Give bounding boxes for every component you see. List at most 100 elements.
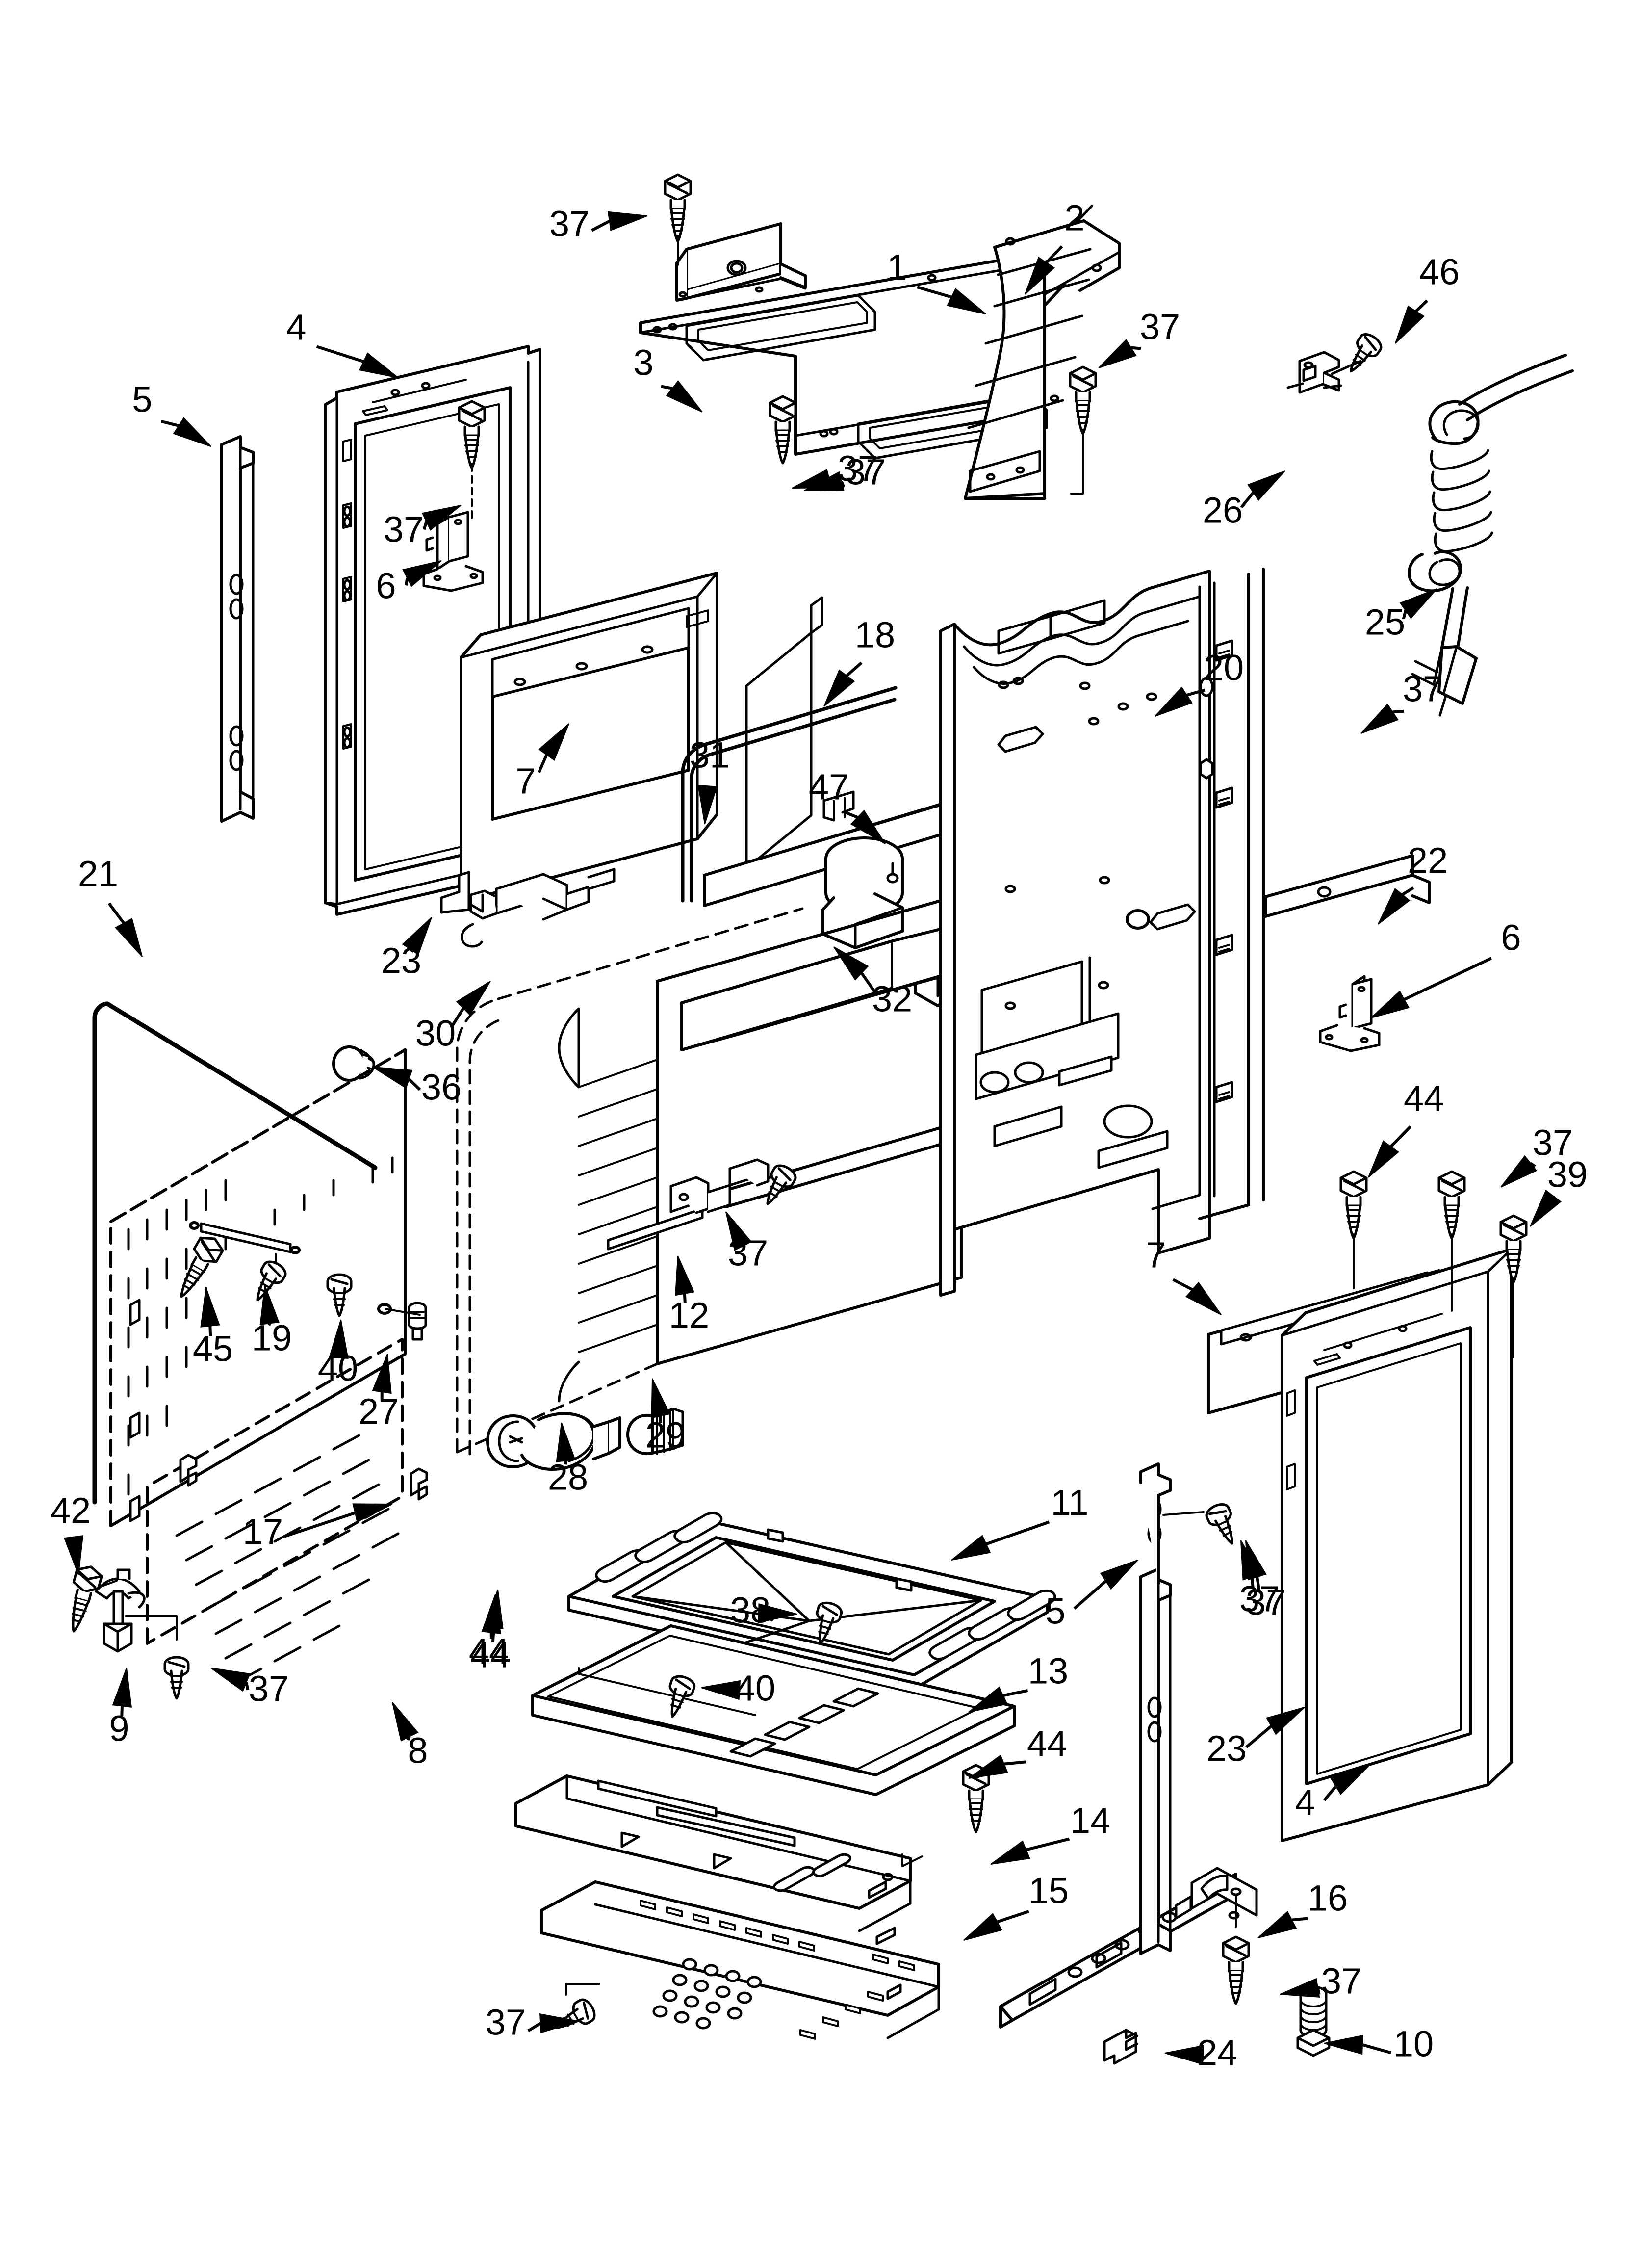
leader-line	[997, 1910, 1029, 1924]
leader-arrowhead	[1155, 686, 1193, 717]
callout-37-hex-head-screw: 37	[210, 1668, 289, 1709]
callout-number: 5	[132, 379, 152, 420]
callout-42-lock-washer: 42	[51, 1490, 91, 1575]
callout-number: 28	[548, 1457, 588, 1498]
callout-10-leveling-foot: 10	[1324, 2024, 1434, 2064]
leader-arrowhead	[1266, 1707, 1305, 1735]
leader-line	[1026, 1837, 1070, 1851]
leader-arrowhead	[701, 1680, 741, 1700]
leader-line	[860, 972, 877, 994]
leader-line	[846, 661, 863, 677]
leader-line	[1401, 886, 1414, 896]
leader-line	[538, 754, 548, 773]
callout-20-rear-access-panel: 20	[1155, 648, 1244, 717]
callout-6-door-hinge-bracket: 6	[1370, 917, 1521, 1018]
part-leveling-leg	[95, 1568, 146, 1653]
callout-number: 11	[1051, 1483, 1089, 1523]
leader-line	[1392, 709, 1405, 714]
callout-number: 37	[1321, 1961, 1361, 2002]
part-cabinet-insulation-wrap	[109, 1048, 407, 1684]
callout-number: 1	[887, 247, 907, 288]
leader-arrowhead	[1247, 470, 1285, 501]
part-drawer-body	[514, 1774, 912, 1932]
callout-13-broiler-pan: 13	[968, 1651, 1068, 1713]
leader-line	[661, 385, 673, 390]
callout-1-backguard-vent-trim: 1	[887, 247, 986, 314]
callout-number: 45	[193, 1329, 233, 1369]
callout-44-hex-head-screw: 44	[968, 1723, 1067, 1779]
leader-arrowhead	[200, 1287, 220, 1328]
callout-number: 42	[51, 1490, 91, 1531]
callout-30-door-latch-catch: 30	[415, 981, 491, 1054]
callout-number: 37	[838, 448, 878, 489]
callout-19-shoulder-screw: 19	[252, 1285, 292, 1358]
callout-37-hex-head-screw: 37	[792, 448, 878, 489]
part-right-side-panel	[1281, 1248, 1513, 1842]
leader-arrowhead	[823, 669, 855, 707]
part-oven-temperature-sensor	[607, 1158, 770, 1251]
leader-arrowhead	[1360, 704, 1399, 734]
leader-arrowhead	[792, 469, 832, 489]
callout-5-left-side-trim: 5	[132, 379, 211, 447]
leader-arrowhead	[1378, 887, 1411, 925]
callout-number: 37	[384, 509, 424, 550]
leader-arrowhead	[115, 918, 143, 957]
callout-number: 37	[1140, 307, 1180, 347]
leader-line	[527, 2022, 541, 2033]
callout-number: 47	[809, 767, 849, 808]
callout-number: 44	[1404, 1078, 1444, 1119]
callout-number: 37	[846, 452, 886, 493]
callout-number: 37	[1403, 669, 1443, 709]
callout-4-right-side-panel: 4	[1295, 1766, 1369, 1823]
leader-arrowhead	[352, 1503, 393, 1523]
leader-arrowhead	[725, 1211, 752, 1251]
leader-arrowhead	[1280, 1978, 1320, 1998]
callout-number: 44	[469, 1631, 509, 1672]
part-top-rear-trim-rail	[745, 596, 823, 870]
part-door-hinge-bracket-left	[422, 511, 484, 592]
callout-8-cabinet-bottom-insulation: 8	[392, 1702, 428, 1771]
part-drawer-glide-rail	[999, 1867, 1258, 2029]
leader-arrowhead	[259, 1285, 280, 1325]
callout-23-right-side-panel-edge: 23	[381, 917, 432, 981]
callout-3-maintop-cooktop-panel: 3	[633, 342, 703, 413]
leader-arrowhead	[1395, 305, 1425, 344]
callout-number: 29	[645, 1415, 686, 1456]
part-vent-deflector	[675, 222, 807, 302]
callout-number: 13	[1028, 1651, 1068, 1692]
leader-arrowhead	[1370, 991, 1410, 1018]
leader-line	[1045, 245, 1063, 264]
callout-number: 10	[1393, 2024, 1434, 2064]
callout-number: 46	[1419, 252, 1460, 292]
part-side-insulation-panel-left	[460, 572, 718, 903]
callout-number: 16	[1308, 1878, 1348, 1919]
callout-number: 37	[1239, 1579, 1280, 1619]
leader-line	[1362, 2043, 1391, 2055]
callout-23-right-side-panel-edge: 23	[1206, 1707, 1305, 1769]
leader-line	[408, 1078, 421, 1091]
callout-number: 20	[1204, 648, 1244, 688]
leader-arrowhead	[968, 1754, 1008, 1779]
callout-9-leveling-leg: 9	[109, 1668, 132, 1749]
part-right-side-panel-edge-left	[440, 871, 470, 914]
leader-arrowhead	[329, 1319, 349, 1359]
leader-line	[422, 521, 428, 530]
callout-number: 15	[1028, 1871, 1069, 1911]
leader-line	[1186, 688, 1206, 697]
leader-line	[1245, 1725, 1273, 1748]
callout-4-left-side-panel: 4	[286, 307, 399, 378]
callout-number: 7	[1146, 1235, 1166, 1276]
callout-44-hex-head-screw: 44	[1368, 1078, 1444, 1178]
leader-arrowhead	[968, 1686, 1008, 1713]
callout-47-blower-mount-screw: 47	[809, 767, 886, 844]
leader-line	[1002, 1689, 1028, 1697]
callout-39-hex-head-screw-long: 39	[1530, 1154, 1588, 1227]
leader-line	[1240, 491, 1255, 509]
leader-line	[316, 345, 364, 363]
leader-line	[1415, 299, 1429, 313]
leader-line	[284, 1511, 356, 1538]
leader-arrowhead	[1368, 1140, 1399, 1178]
leader-arrowhead	[1500, 1155, 1538, 1188]
